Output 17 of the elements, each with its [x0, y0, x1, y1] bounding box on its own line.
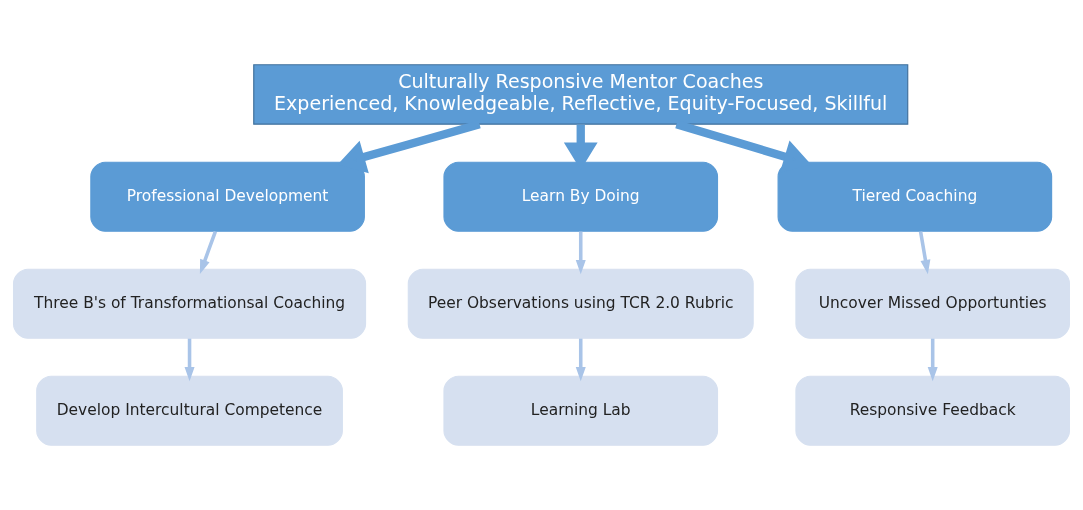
arrow: [575, 338, 586, 382]
node-box: Responsive Feedback: [795, 375, 1071, 446]
node-box: Peer Observations using TCR 2.0 Rubric: [407, 268, 754, 339]
node-box: Three B's of Transformationsal Coaching: [12, 268, 367, 339]
node-box: Learning Lab: [443, 375, 719, 446]
arrow: [184, 338, 195, 382]
arrow: [199, 231, 218, 274]
arrow: [918, 231, 931, 275]
arrow: [575, 231, 586, 275]
node-box: Develop Intercultural Competence: [36, 375, 343, 446]
node-box: Uncover Missed Opportunties: [795, 268, 1071, 339]
node-box: Culturally Responsive Mentor Coaches Experienced, Knowledgeable, Reflective, Equity-Focused, Skillful: [253, 64, 909, 125]
arrow: [927, 338, 938, 382]
arrow: [337, 120, 481, 174]
node-box: Professional Development: [90, 161, 365, 232]
node-box: Learn By Doing: [443, 161, 719, 232]
node-box: Tiered Coaching: [777, 161, 1053, 232]
